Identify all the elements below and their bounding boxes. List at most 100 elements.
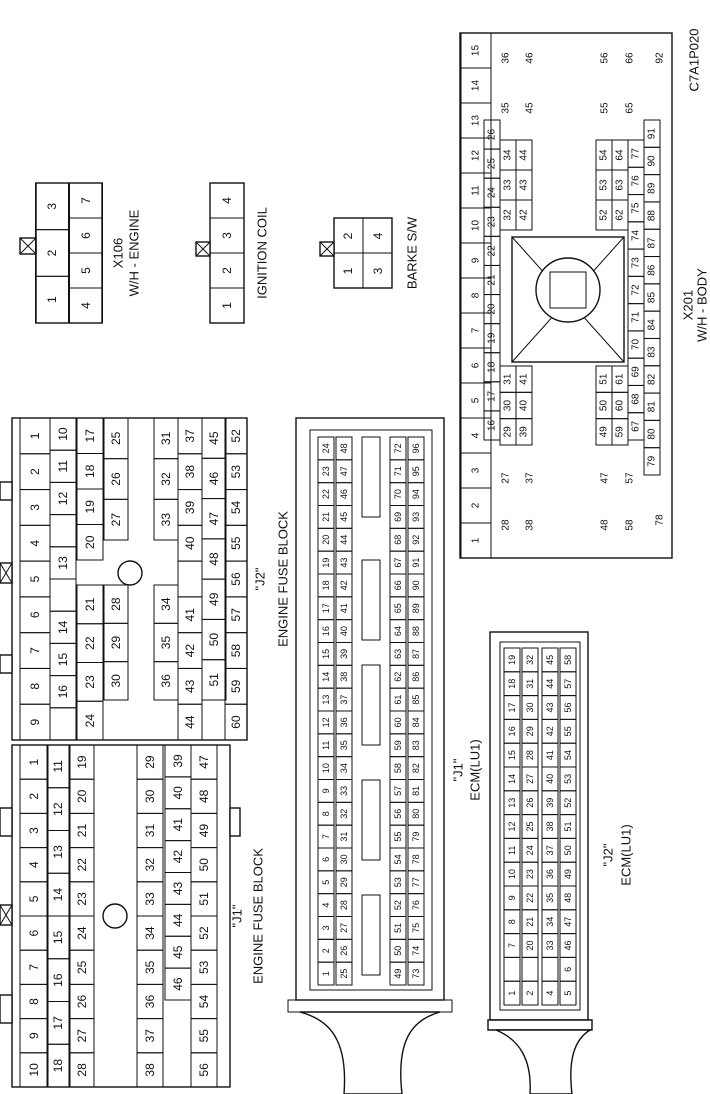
pin-number: 72 [393, 443, 403, 453]
pin-number: 6 [79, 232, 93, 239]
pin-number: 34 [143, 926, 157, 940]
pin-cell [177, 703, 203, 741]
pin-cell [103, 661, 129, 701]
pin-number: 88 [411, 626, 421, 636]
pin-number: 61 [393, 695, 403, 705]
pin-cell [559, 980, 577, 1006]
pin-number: 23 [487, 216, 498, 228]
pin-number: 72 [631, 284, 642, 296]
j2-ecm-title: "J2" [601, 843, 616, 866]
pin-number: 89 [411, 603, 421, 613]
pin-number: 31 [339, 832, 349, 842]
pin-number: 44 [339, 535, 349, 545]
pin-number: 32 [525, 655, 535, 665]
pin-number: 71 [631, 311, 642, 323]
brake-switch-title: BARKE S/W [405, 216, 420, 289]
pin-number: 30 [503, 400, 514, 412]
pin-number: 4 [220, 197, 234, 204]
pin-number: 38 [183, 465, 197, 479]
pin-number: 50 [563, 845, 573, 855]
brake-switch-connector [319, 217, 393, 289]
pin-number: 43 [519, 179, 530, 191]
pin-number: 64 [393, 626, 403, 636]
pin-number: 25 [75, 960, 89, 974]
pin-number: 28 [339, 900, 349, 910]
pin-cell [201, 659, 227, 701]
pin-number: 46 [171, 977, 185, 991]
pin-number: 46 [207, 471, 221, 485]
pin-number: 84 [647, 319, 658, 331]
pin-number: 19 [487, 332, 498, 344]
pin-number: 12 [471, 150, 482, 162]
pin-number: 11 [507, 846, 517, 855]
pin-number: 31 [525, 679, 535, 689]
pin-number: 52 [197, 926, 211, 940]
pin-number: 76 [631, 175, 642, 187]
pin-number: 14 [56, 620, 70, 634]
pin-number: 42 [171, 850, 185, 864]
pin-number: 61 [615, 373, 626, 385]
pin-number: 80 [411, 809, 421, 819]
pin-number: 66 [393, 580, 403, 590]
pin-number: 85 [647, 292, 658, 304]
pin-number: 9 [507, 895, 517, 900]
pin-number: 31 [143, 824, 157, 838]
pin-number: 24 [525, 845, 535, 855]
pin-number: 75 [411, 923, 421, 933]
pin-number: 20 [83, 535, 97, 549]
pin-number: 14 [507, 774, 517, 784]
pin-number: 50 [393, 946, 403, 956]
pin-number: 47 [339, 466, 349, 476]
pin-number: 11 [51, 760, 65, 773]
pin-number: 1 [471, 537, 482, 543]
pin-number: 28 [75, 1063, 89, 1077]
pin-number: 16 [507, 726, 517, 736]
pin-number: 48 [563, 893, 573, 903]
pin-number: 30 [143, 789, 157, 803]
pin-number: 42 [183, 644, 197, 658]
j1-fuse-title: "J1" [230, 904, 245, 927]
pin-number: 14 [471, 80, 482, 92]
pin-number: 10 [27, 1063, 41, 1077]
pin-number: 49 [207, 592, 221, 606]
pin-number: 55 [563, 726, 573, 736]
pin-number: 56 [197, 1063, 211, 1077]
pin-number: 84 [411, 717, 421, 727]
pin-number: 1 [341, 267, 355, 274]
pin-cell [460, 522, 492, 559]
pin-cell [521, 980, 539, 1006]
pin-number: 43 [545, 702, 555, 712]
pin-number: 82 [411, 763, 421, 773]
pin-number: 50 [197, 858, 211, 872]
pin-number: 16 [56, 685, 70, 699]
pin-number: 3 [45, 203, 59, 210]
pin-number: 63 [393, 649, 403, 659]
pin-number: 6 [563, 967, 573, 972]
pin-cell [515, 199, 533, 231]
pin-number: 58 [393, 763, 403, 773]
pin-cell [46, 1043, 70, 1088]
pin-number: 14 [51, 888, 65, 902]
pin-number: 42 [519, 209, 530, 221]
pin-number: 11 [471, 185, 482, 196]
pin-number: 13 [321, 695, 331, 705]
pin-number: 10 [321, 763, 331, 773]
pin-number: 27 [525, 774, 535, 784]
pin-number: 85 [411, 695, 421, 705]
pin-number: 2 [45, 249, 59, 256]
x106-desc: W/H - ENGINE [127, 209, 142, 296]
pin-number: 16 [51, 973, 65, 987]
pin-number: 71 [393, 466, 403, 476]
pin-number: 49 [197, 824, 211, 838]
pin-number: 40 [171, 786, 185, 800]
pin-number: 7 [507, 943, 517, 948]
pin-number: 12 [56, 492, 70, 506]
pin-number: 41 [171, 818, 185, 832]
x106-code: X106 [111, 238, 126, 268]
pin-number: 33 [503, 179, 514, 191]
pin-number: 57 [563, 679, 573, 689]
pin-number: 52 [393, 900, 403, 910]
pin-number: 19 [75, 755, 89, 769]
pin-number: 37 [545, 845, 555, 855]
pin-number: 34 [503, 149, 514, 161]
